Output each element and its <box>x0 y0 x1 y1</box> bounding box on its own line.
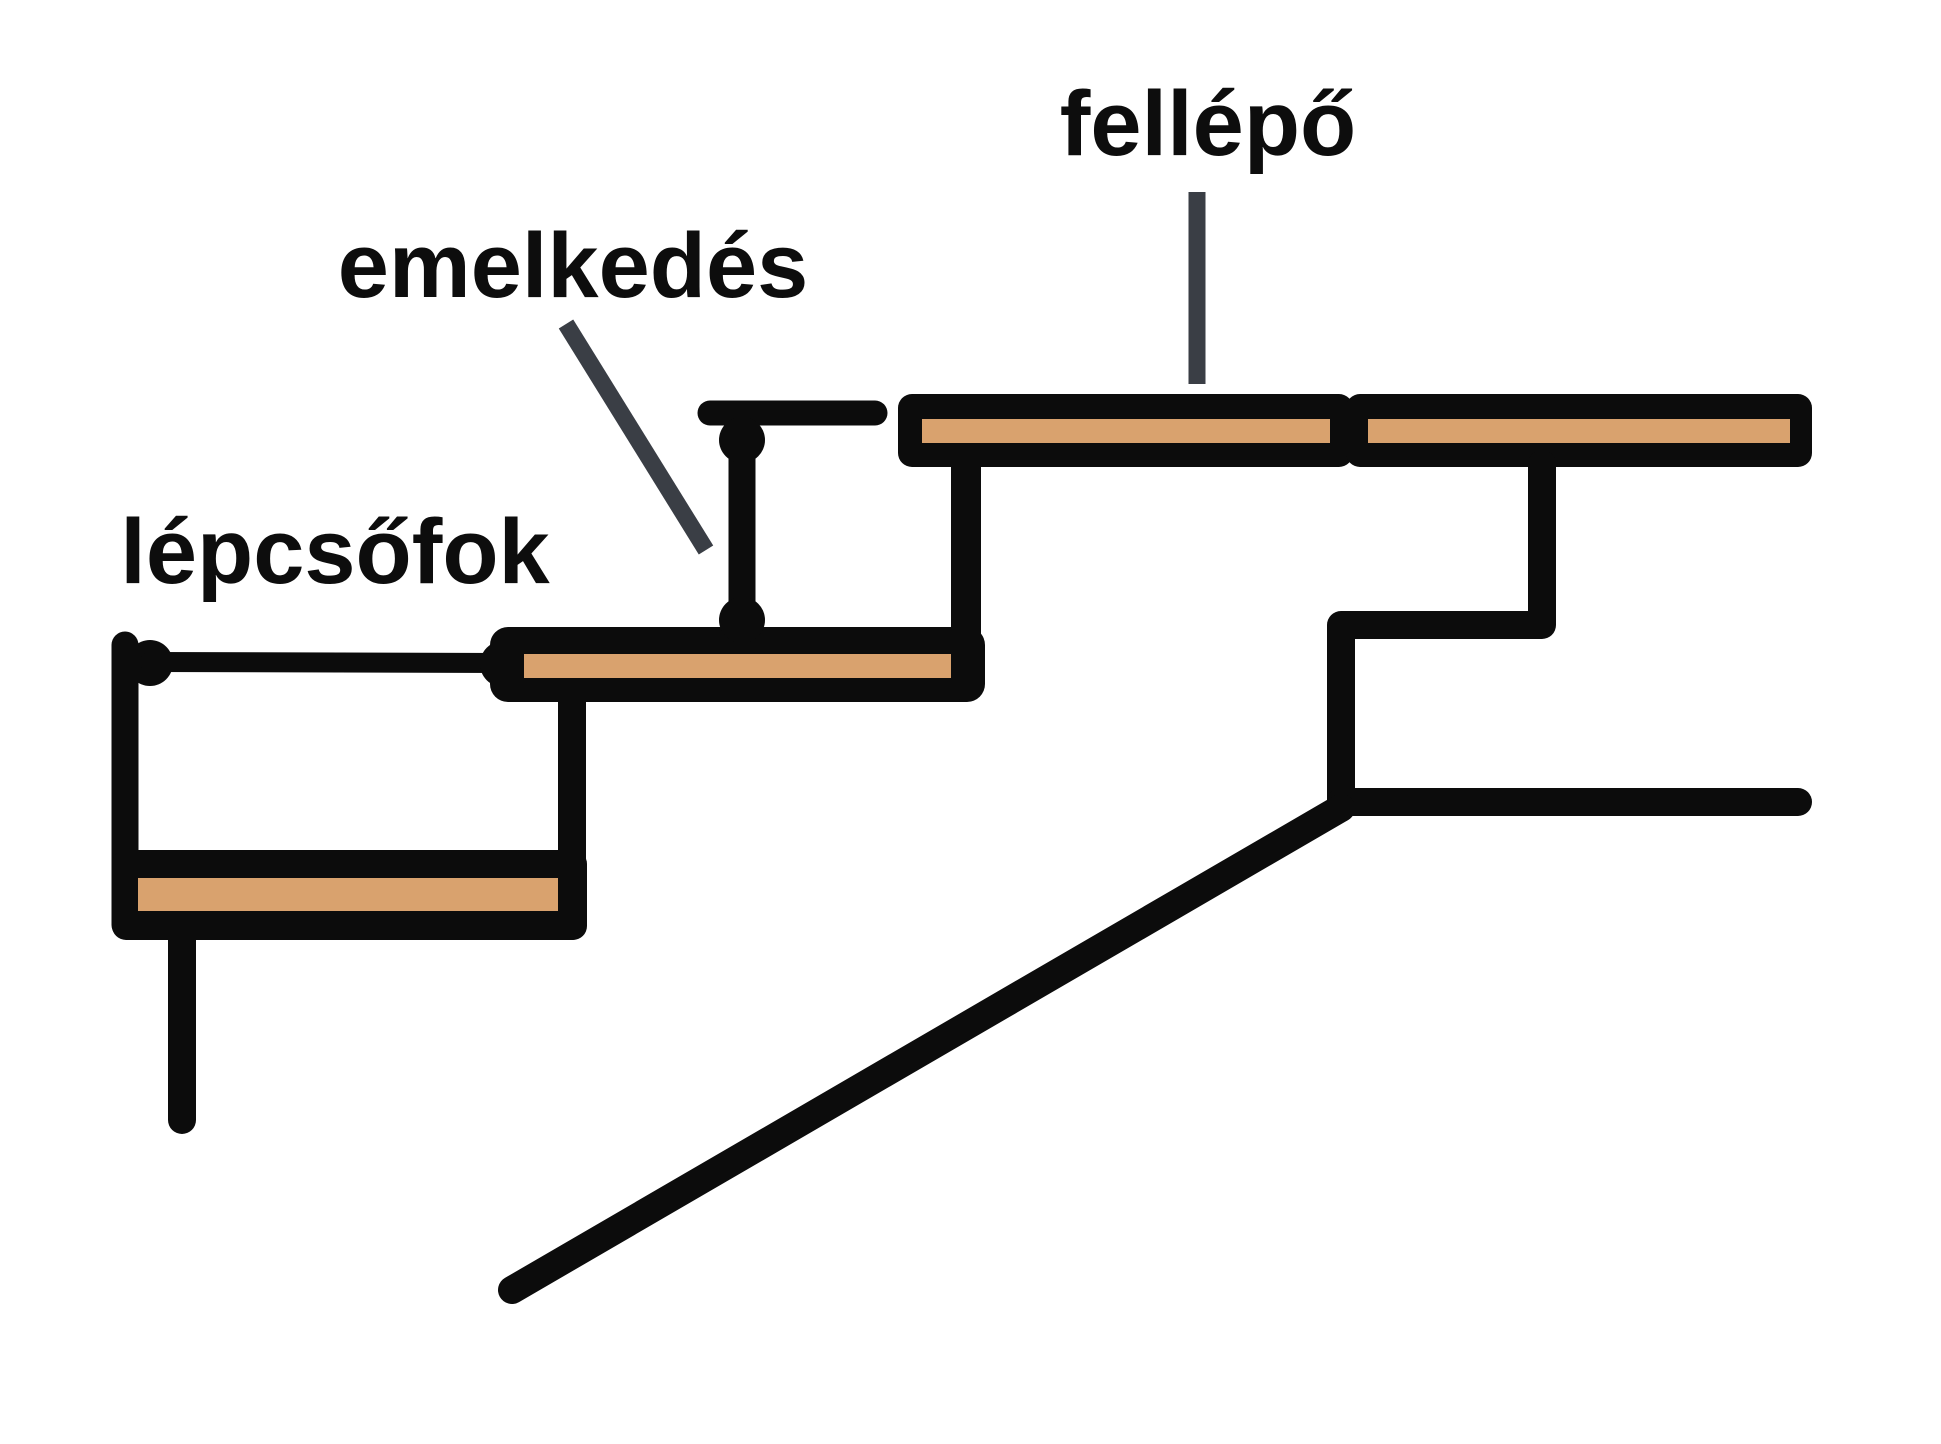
upper-landing-outline <box>1327 450 1556 822</box>
middle-step-tread <box>524 654 952 678</box>
emelkedes-leader-line <box>558 319 714 555</box>
bottom-step-tread <box>138 878 558 911</box>
label-emelkedes: emelkedés <box>338 215 809 317</box>
top-step-tread-2-wood <box>1368 419 1790 443</box>
stringer-diagonal-line <box>498 794 1355 1304</box>
label-lepcsofok: lépcsőfok <box>120 501 550 603</box>
tread-connector-line <box>140 652 513 673</box>
rise-dimension-dot-bottom <box>719 597 765 643</box>
top-step-tread-1-wood <box>922 419 1330 443</box>
rise-dimension-dot-top <box>719 417 765 463</box>
label-fellepo: fellépő <box>1060 73 1356 175</box>
